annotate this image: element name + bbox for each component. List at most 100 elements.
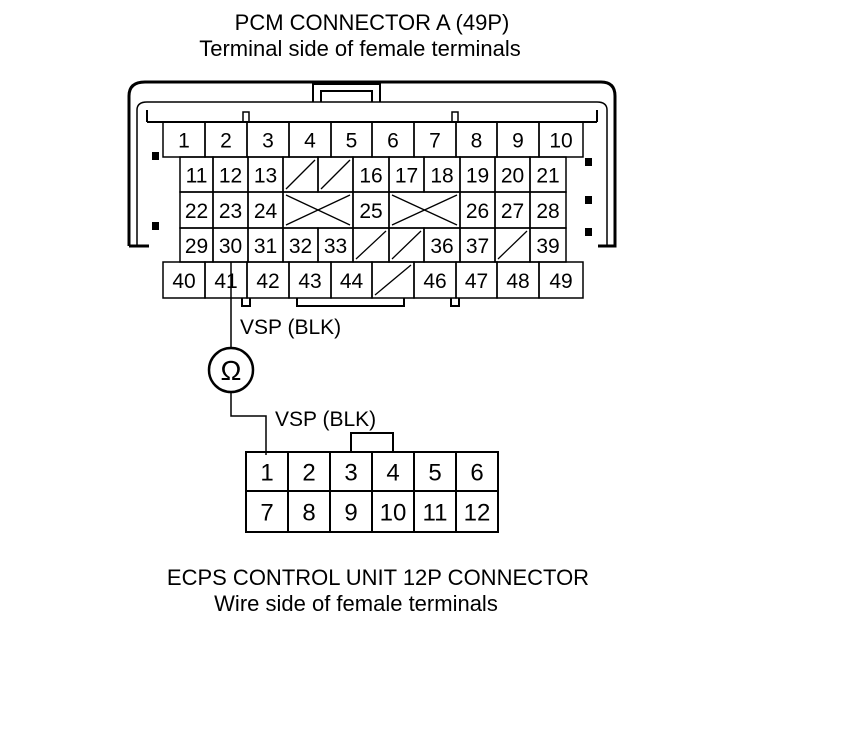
pcm-cell: 10 bbox=[538, 121, 584, 158]
pcm-connector-title: PCM CONNECTOR A (49P) bbox=[235, 10, 510, 35]
pcm-cell: 9 bbox=[496, 121, 540, 158]
pcm-cell bbox=[282, 191, 354, 229]
ecps-pin-label: 10 bbox=[380, 500, 407, 527]
pcm-pin-label: 47 bbox=[465, 270, 488, 293]
pcm-pin-label: 40 bbox=[172, 270, 195, 293]
ecps-pin-label: 11 bbox=[423, 500, 448, 527]
pcm-pin-label: 30 bbox=[219, 235, 242, 258]
pcm-pin-label: 13 bbox=[254, 165, 277, 188]
ecps-cell: 7 bbox=[245, 490, 289, 533]
unused-pin-cross bbox=[391, 194, 458, 226]
pcm-pin-label: 37 bbox=[466, 235, 489, 258]
pcm-cell bbox=[388, 227, 425, 263]
pcm-cell: 27 bbox=[494, 191, 531, 229]
pcm-cell: 11 bbox=[179, 156, 214, 193]
pcm-cell: 3 bbox=[246, 121, 290, 158]
pcm-cell: 13 bbox=[247, 156, 284, 193]
pcm-cell bbox=[282, 156, 319, 193]
ecps-pin-label: 7 bbox=[260, 500, 273, 527]
pcm-pin-label: 46 bbox=[423, 270, 446, 293]
pcm-pin-label: 16 bbox=[359, 165, 382, 188]
pcm-cell: 12 bbox=[212, 156, 249, 193]
pcm-pin-label: 2 bbox=[220, 130, 232, 153]
pcm-cell: 5 bbox=[330, 121, 373, 158]
pcm-pin-label: 24 bbox=[254, 200, 278, 223]
pcm-pin-label: 12 bbox=[219, 165, 242, 188]
ecps-cell: 8 bbox=[287, 490, 331, 533]
pcm-cell: 29 bbox=[179, 227, 214, 263]
pcm-cell bbox=[352, 227, 390, 263]
ecps-cell: 2 bbox=[287, 451, 331, 492]
pcm-cell: 28 bbox=[529, 191, 567, 229]
pcm-cell: 43 bbox=[288, 261, 332, 299]
pcm-pin-label: 3 bbox=[262, 130, 274, 153]
ecps-connector-latch bbox=[350, 432, 394, 452]
pcm-cell bbox=[494, 227, 531, 263]
pcm-cell: 36 bbox=[423, 227, 461, 263]
ohmmeter-icon: Ω bbox=[207, 346, 255, 394]
ecps-cell: 5 bbox=[413, 451, 457, 492]
pcm-pin-label: 7 bbox=[429, 130, 441, 153]
pcm-cell: 37 bbox=[459, 227, 496, 263]
pcm-pin-label: 36 bbox=[430, 235, 453, 258]
unused-pin-cross bbox=[285, 194, 351, 226]
pcm-cell: 41 bbox=[204, 261, 248, 299]
pcm-pin-label: 22 bbox=[185, 200, 208, 223]
pcm-cell: 32 bbox=[282, 227, 319, 263]
pcm-cell: 31 bbox=[247, 227, 284, 263]
ecps-cell: 9 bbox=[329, 490, 373, 533]
pcm-pin-label: 10 bbox=[549, 130, 572, 153]
pcm-pin-label: 20 bbox=[501, 165, 524, 188]
pcm-cell: 21 bbox=[529, 156, 567, 193]
pcm-pin-label: 21 bbox=[536, 165, 559, 188]
pcm-cell: 26 bbox=[459, 191, 496, 229]
ecps-pin-label: 8 bbox=[302, 500, 315, 527]
unused-pin-slash bbox=[374, 264, 412, 296]
pcm-cell: 47 bbox=[455, 261, 498, 299]
ohm-symbol: Ω bbox=[221, 355, 242, 386]
pcm-cell: 46 bbox=[413, 261, 457, 299]
pcm-cell: 8 bbox=[455, 121, 498, 158]
pcm-cell: 42 bbox=[246, 261, 290, 299]
unused-pin-slash bbox=[320, 159, 351, 190]
pcm-pin-label: 11 bbox=[186, 165, 208, 188]
ecps-pin-label: 1 bbox=[260, 460, 273, 487]
ecps-connector-subtitle: Wire side of female terminals bbox=[214, 591, 498, 616]
pcm-cell bbox=[317, 156, 354, 193]
pcm-cell: 40 bbox=[162, 261, 206, 299]
ecps-pin-label: 4 bbox=[386, 460, 399, 487]
pcm-pin-label: 39 bbox=[536, 235, 559, 258]
pcm-pin-label: 41 bbox=[214, 270, 237, 293]
pcm-connector-housing bbox=[127, 80, 617, 307]
ecps-cell: 12 bbox=[455, 490, 499, 533]
pcm-pin-label: 33 bbox=[324, 235, 347, 258]
pcm-cell: 17 bbox=[388, 156, 425, 193]
pcm-pin-label: 43 bbox=[298, 270, 321, 293]
ecps-pin-label: 3 bbox=[344, 460, 357, 487]
wire-label-lower: VSP (BLK) bbox=[275, 408, 376, 431]
pcm-cell: 4 bbox=[288, 121, 332, 158]
pcm-cell: 39 bbox=[529, 227, 567, 263]
pcm-pin-label: 27 bbox=[501, 200, 524, 223]
pcm-cell: 1 bbox=[162, 121, 206, 158]
pcm-cell: 19 bbox=[459, 156, 496, 193]
unused-pin-slash bbox=[391, 230, 422, 260]
pcm-pin-label: 9 bbox=[512, 130, 524, 153]
pcm-pin-label: 4 bbox=[304, 130, 316, 153]
pcm-cell: 23 bbox=[212, 191, 249, 229]
ecps-cell: 10 bbox=[371, 490, 415, 533]
pcm-connector-subtitle: Terminal side of female terminals bbox=[199, 36, 521, 61]
ecps-cell: 11 bbox=[413, 490, 457, 533]
pcm-pin-label: 29 bbox=[185, 235, 208, 258]
pcm-pin-label: 32 bbox=[289, 235, 312, 258]
pcm-pin-label: 17 bbox=[395, 165, 418, 188]
pcm-pin-label: 18 bbox=[430, 165, 453, 188]
pcm-cell: 24 bbox=[247, 191, 284, 229]
pcm-pin-label: 25 bbox=[359, 200, 382, 223]
ecps-pin-label: 9 bbox=[344, 500, 357, 527]
ecps-pin-label: 12 bbox=[464, 500, 491, 527]
pcm-cell: 20 bbox=[494, 156, 531, 193]
